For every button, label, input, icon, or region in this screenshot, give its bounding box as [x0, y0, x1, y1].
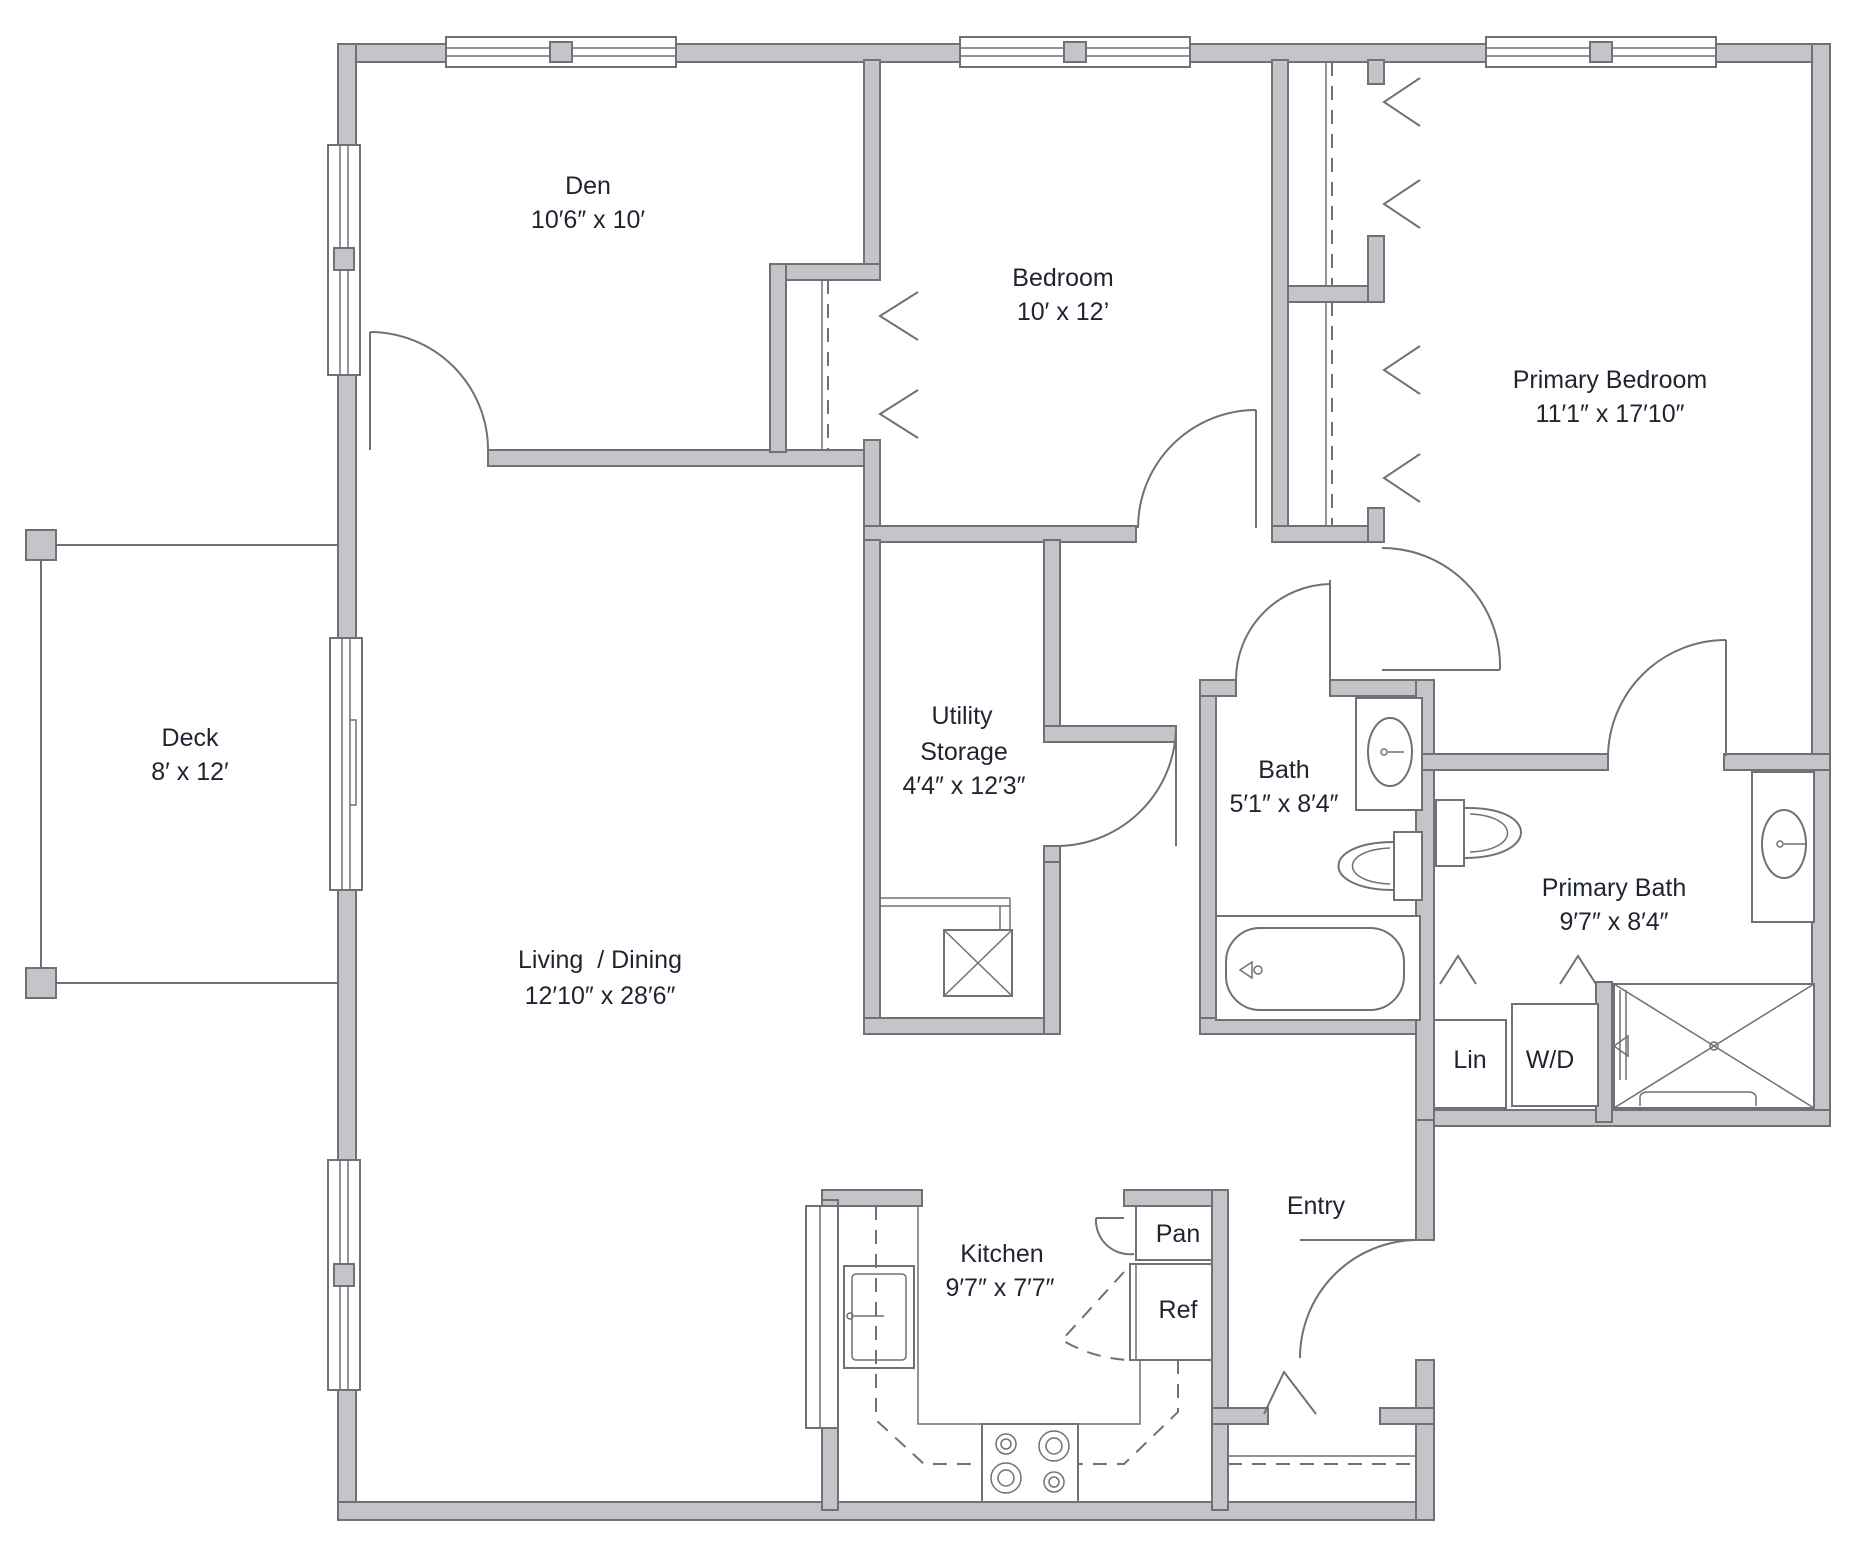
kitchen-name: Kitchen: [960, 1240, 1043, 1268]
bath-toilet-icon: [1337, 840, 1395, 892]
bath-size: 5′1″ x 8′4″: [1229, 790, 1338, 818]
pantry-label: Pan: [1156, 1220, 1200, 1248]
primary-bath-name: Primary Bath: [1542, 874, 1686, 902]
living-dining-size: 12′10″ x 28′6″: [525, 982, 676, 1010]
windows: [327, 36, 1717, 1391]
den-size: 10′6″ x 10′: [531, 206, 645, 234]
water-heater: [880, 897, 1013, 997]
primary-bedroom-name: Primary Bedroom: [1513, 366, 1708, 394]
exterior-walls: [337, 43, 1831, 1521]
living-dining-name: Living / Dining: [518, 946, 682, 974]
bath-toilet-tank: [1393, 831, 1423, 901]
primary-bedroom-size: 11′1″ x 17′10″: [1536, 400, 1685, 428]
utility-storage-name-2: Storage: [920, 738, 1008, 766]
deck-name: Deck: [162, 724, 219, 752]
deck: [25, 529, 340, 999]
pantry: [1135, 1205, 1213, 1261]
washer-dryer: [1511, 1003, 1599, 1107]
room-labels: Den 10′6″ x 10′ Bedroom 10′ x 12’ Primar…: [151, 172, 1707, 1324]
primary-bath-fixtures: [1433, 771, 1815, 1109]
closets: [821, 62, 1421, 1465]
bath-name: Bath: [1258, 756, 1309, 784]
linen-closet: [1433, 1019, 1507, 1109]
doors: [369, 331, 1727, 1359]
den-name: Den: [565, 172, 611, 200]
primary-toilet-icon: [1463, 806, 1522, 860]
utility-storage-name-1: Utility: [931, 702, 993, 730]
kitchen-fixtures: [805, 1205, 1213, 1503]
primary-toilet-tank: [1435, 799, 1465, 867]
washer-dryer-label: W/D: [1526, 1046, 1575, 1074]
kitchen-sink: [843, 1265, 915, 1369]
entry-name: Entry: [1287, 1192, 1346, 1220]
bath-fixtures: [1215, 697, 1423, 1021]
refrigerator: [1129, 1263, 1213, 1361]
bedroom-size: 10′ x 12’: [1017, 298, 1109, 326]
deck-post-top: [25, 529, 57, 561]
refrigerator-label: Ref: [1159, 1296, 1198, 1324]
primary-bath-size: 9′7″ x 8′4″: [1559, 908, 1668, 936]
kitchen-counter: [805, 1205, 839, 1429]
deck-post-bottom: [25, 967, 57, 999]
deck-size: 8′ x 12′: [151, 758, 229, 786]
utility-storage-size: 4′4″ x 12′3″: [903, 772, 1026, 800]
kitchen-size: 9′7″ x 7′7″: [945, 1274, 1054, 1302]
linen-label: Lin: [1453, 1046, 1486, 1074]
bedroom-name: Bedroom: [1012, 264, 1113, 292]
